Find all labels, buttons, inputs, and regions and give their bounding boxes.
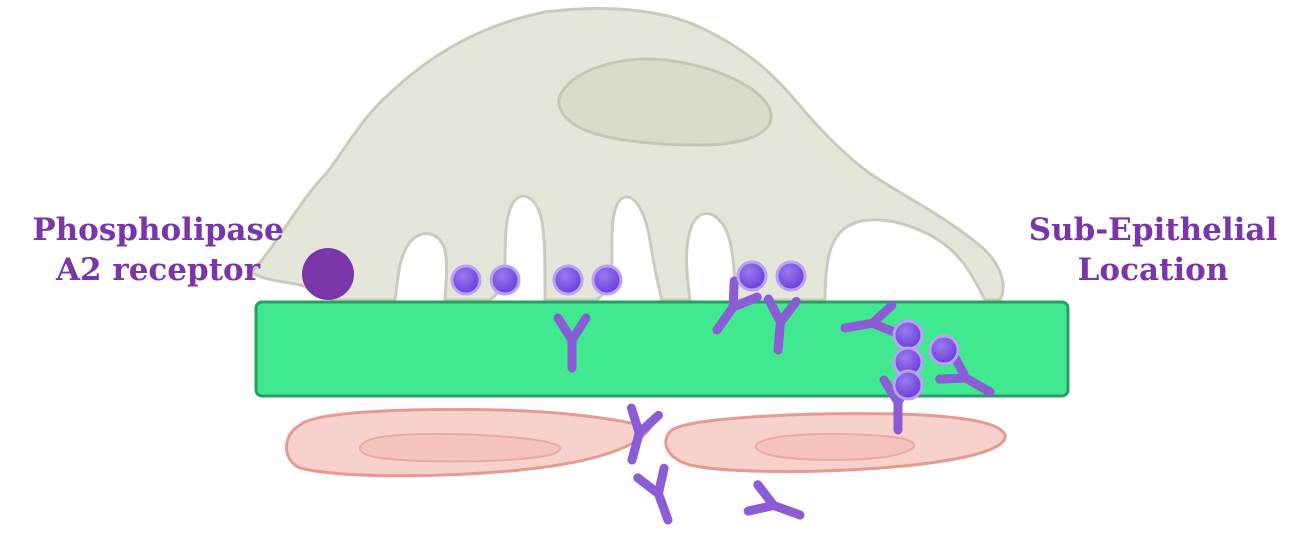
antigen-circle-icon bbox=[738, 262, 766, 290]
antibody-y-icon bbox=[638, 468, 681, 525]
phospholipase-a2-receptor-label: Phospholipase A2 receptor bbox=[8, 210, 308, 290]
antigen-circle-icon bbox=[452, 266, 480, 294]
podocyte-cell bbox=[252, 8, 1003, 300]
podocyte-cell-icon bbox=[252, 8, 1003, 300]
antibody-y-icon bbox=[748, 485, 805, 528]
label-left-line2: A2 receptor bbox=[8, 250, 308, 290]
antigen-circle-icon bbox=[777, 262, 805, 290]
legend-dot-icon bbox=[302, 248, 354, 300]
antigen-circle-icon bbox=[894, 321, 922, 349]
antigen-circle-icon bbox=[491, 266, 519, 294]
sub-epithelial-location-label: Sub-Epithelial Location bbox=[1000, 210, 1306, 290]
label-left-line1: Phospholipase bbox=[8, 210, 308, 250]
endothelial-nucleus-right-icon bbox=[756, 434, 914, 460]
antigen-circle-icon bbox=[930, 336, 958, 364]
antigen-circle-icon bbox=[593, 266, 621, 294]
label-right-line1: Sub-Epithelial bbox=[1000, 210, 1306, 250]
label-right-line2: Location bbox=[1000, 250, 1306, 290]
antigen-circle-icon bbox=[894, 371, 922, 399]
antigen-circle-icon bbox=[554, 266, 582, 294]
